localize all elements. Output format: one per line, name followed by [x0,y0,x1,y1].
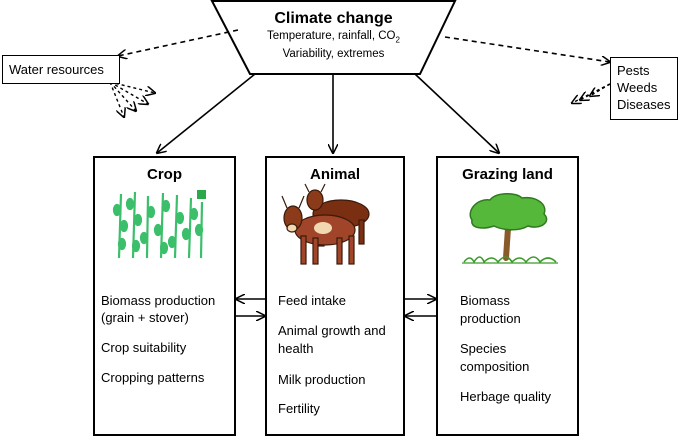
cattle-icon [281,183,370,265]
dashed-arrow-to-water [118,29,239,56]
grazing-item-composition: composition [460,359,530,374]
climate-line1-text: Temperature, rainfall, CO [267,30,396,42]
grazing-land-box: Grazing land Biomass production Species … [436,156,579,436]
diseases-label: Diseases [617,97,671,112]
climate-change-line2: Variability, extremes [282,48,385,61]
water-resources-box: Water resources [2,55,120,84]
crop-box: Crop Biomass production (grain + stover)… [93,156,236,436]
pests-radiating-arrows [572,83,611,103]
animal-item-fertility: Fertility [278,401,320,416]
grazing-item-biomass: Biomass [460,293,510,308]
pests-weeds-diseases-box: Pests Weeds Diseases [610,57,678,120]
animal-item-feed-intake: Feed intake [278,293,346,308]
tree-icon [462,193,558,264]
animal-item-milk: Milk production [278,372,366,387]
crop-item-patterns: Cropping patterns [101,370,205,385]
crop-plants-icon [112,190,206,259]
animal-item-growth: Animal growth and [278,323,386,338]
climate-change-trapezoid [210,0,457,75]
crop-item-grain-stover: (grain + stover) [101,310,189,325]
arrow-climate-to-crop [157,73,256,153]
animal-item-health: health [278,341,314,356]
water-resources-label: Water resources [9,62,104,77]
crop-title: Crop [147,166,182,183]
climate-change-title: Climate change [274,10,393,27]
pests-label: Pests [617,63,650,78]
grazing-land-title: Grazing land [462,166,553,183]
animal-title: Animal [309,166,360,183]
climate-change-line1: Temperature, rainfall, CO2 [212,29,455,47]
grazing-item-production: production [460,311,521,326]
dashed-arrow-to-pests [444,36,610,62]
water-radiating-arrows [109,81,155,117]
animal-box: Animal Feed intake Animal growth and hea… [265,156,405,436]
co2-subscript: 2 [395,35,400,45]
climate-change-block: Climate change Temperature, rainfall, CO… [212,9,455,62]
crop-item-biomass: Biomass production [101,293,216,308]
grazing-item-herbage-quality: Herbage quality [460,389,552,404]
weeds-label: Weeds [617,80,658,95]
crop-item-suitability: Crop suitability [101,340,187,355]
grazing-item-species: Species [460,341,507,356]
arrow-climate-to-grazing [414,73,499,153]
